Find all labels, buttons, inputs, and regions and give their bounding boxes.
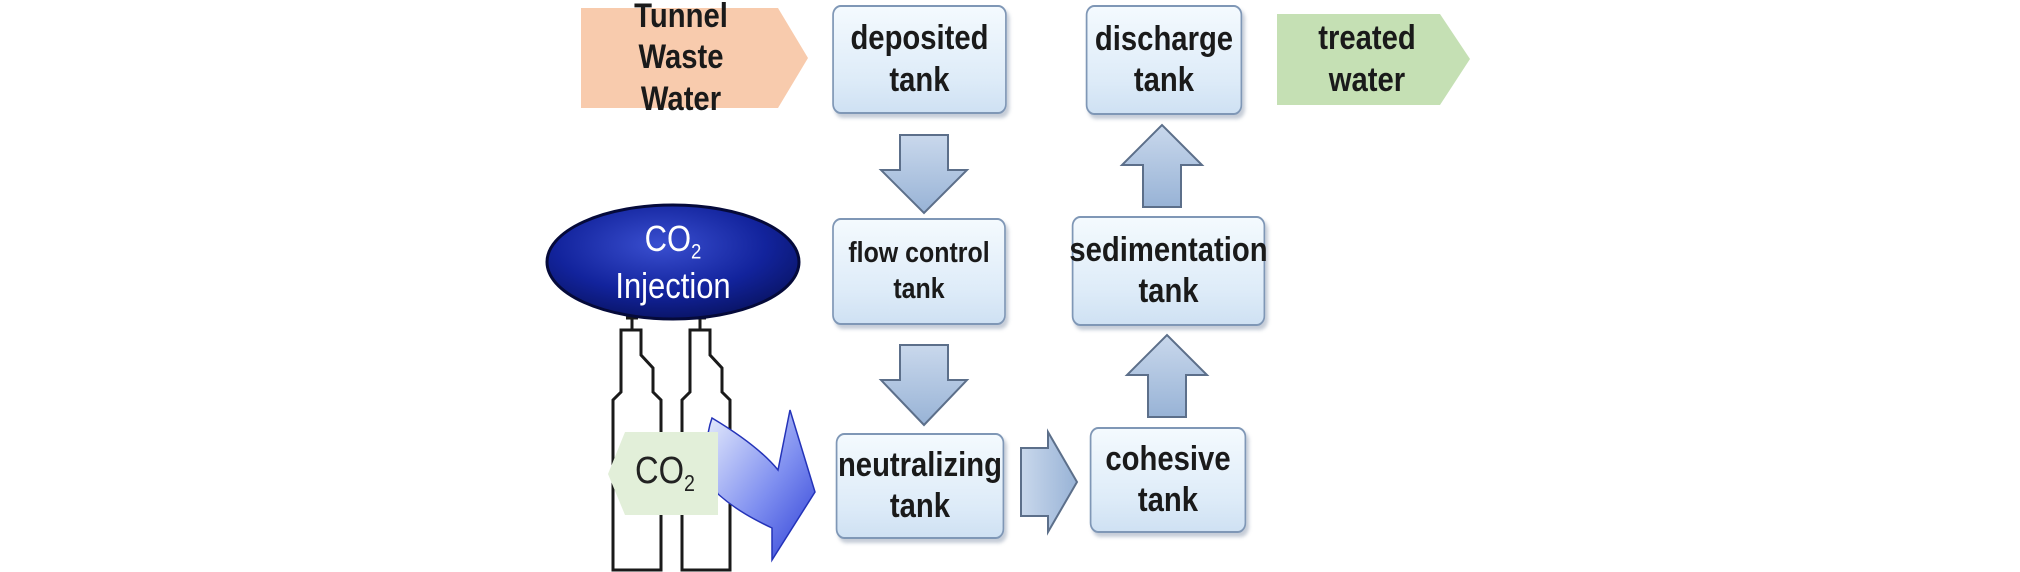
co2-injection-formula-sub: 2	[691, 238, 702, 264]
deposited-tank-line2: tank	[889, 60, 950, 99]
up-arrow-cohesive-sedimentation	[1124, 333, 1210, 418]
source-label-line2: Water	[640, 79, 722, 118]
flow-control-tank-line1: flow control	[848, 237, 990, 270]
sedimentation-tank: sedimentation tank	[1069, 216, 1268, 326]
deposited-tank-line1: deposited	[850, 19, 989, 58]
co2-tag-formula-base: CO	[635, 450, 685, 493]
neutralizing-tank-line1: neutralizing	[837, 445, 1003, 484]
output-arrow-shape	[1277, 14, 1470, 105]
source-label: Tunnel Waste Water	[595, 0, 767, 118]
sedimentation-tank-line2: tank	[1138, 272, 1199, 310]
discharge-tank: discharge tank	[1085, 5, 1243, 115]
up-arrow-sedimentation-discharge	[1119, 123, 1205, 208]
neutralizing-tank-line2: tank	[889, 487, 951, 525]
discharge-tank-line2: tank	[1133, 61, 1195, 99]
output-label-line1: treated	[1318, 19, 1416, 58]
output-label: treated water	[1290, 14, 1445, 105]
co2-injection-ellipse	[545, 203, 801, 321]
co2-injection-label: CO2 Injection	[565, 208, 782, 316]
sedimentation-tank-line1: sedimentation	[1069, 230, 1268, 269]
cohesive-tank: cohesive tank	[1089, 427, 1247, 533]
neutralizing-tank: neutralizing tank	[835, 433, 1005, 539]
cohesive-tank-line1: cohesive	[1105, 439, 1231, 478]
flow-control-tank-line2: tank	[893, 272, 945, 305]
down-arrow-2	[878, 344, 970, 427]
co2-tag-shape	[608, 432, 718, 515]
output-label-line2: water	[1328, 60, 1406, 99]
co2-injection-formula-base: CO	[644, 217, 692, 259]
deposited-tank: deposited tank	[832, 5, 1007, 114]
discharge-tank-line1: discharge	[1094, 19, 1234, 58]
co2-injection-formula: CO2	[645, 217, 702, 264]
down-arrow-1	[878, 134, 970, 215]
right-arrow-neutralizing-cohesive	[1020, 428, 1079, 536]
source-label-line1: Tunnel Waste	[634, 0, 728, 77]
cohesive-tank-line2: tank	[1137, 481, 1199, 519]
co2-tag-formula: CO2	[635, 450, 695, 497]
flow-control-tank: flow control tank	[832, 218, 1006, 325]
co2-tag-label: CO2	[619, 432, 710, 515]
co2-tag-formula-sub: 2	[684, 469, 695, 496]
source-arrow-shape	[581, 8, 808, 108]
co2-injection-text: Injection	[615, 265, 731, 307]
